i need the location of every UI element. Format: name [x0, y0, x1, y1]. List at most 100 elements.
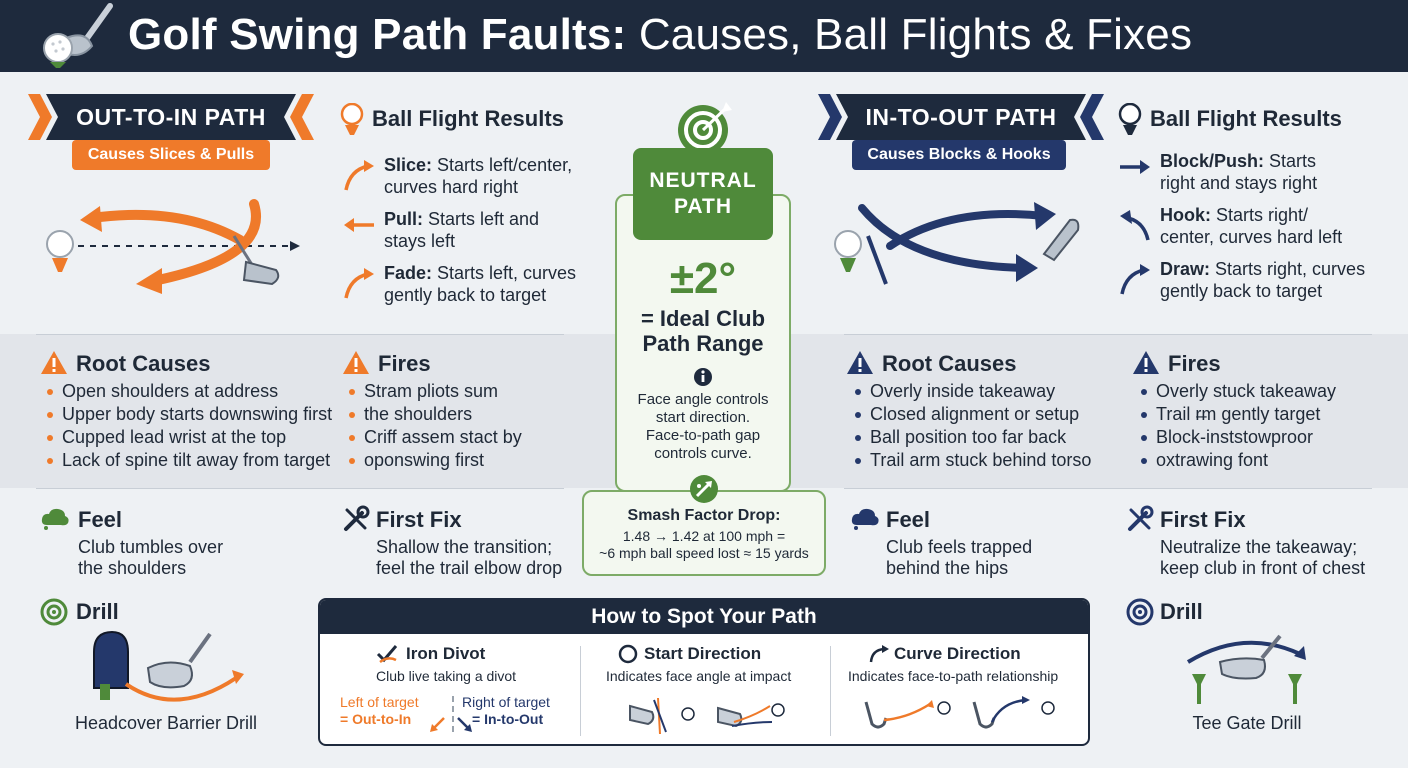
bullseye-target-icon — [678, 102, 732, 155]
in-to-out-path-diagram — [834, 202, 1080, 285]
divider — [36, 334, 564, 335]
list-item: Stram pliots sum — [346, 380, 522, 403]
thought-cloud-icon — [41, 508, 69, 530]
golf-tee-icon — [340, 103, 364, 135]
ball-flight-title: Ball Flight Results — [372, 106, 564, 131]
divot-check-icon — [376, 645, 398, 664]
header: Golf Swing Path Faults: Causes, Ball Fli… — [0, 0, 1408, 72]
smash-factor-title: Smash Factor Drop: — [627, 507, 781, 524]
list-item: Ball position too far back — [852, 426, 1091, 449]
neutral-path-value: ±2° — [669, 254, 737, 303]
drill-title: Drill — [1160, 599, 1203, 624]
circle-icon — [618, 644, 638, 664]
start-direction-desc: Indicates face angle at impact — [606, 668, 792, 684]
list-item: the shoulders — [346, 403, 522, 426]
first-fix-title: First Fix — [1160, 507, 1246, 532]
curve-arrow-icon — [869, 645, 889, 663]
warning-icon — [41, 351, 67, 374]
curve-direction-illustration — [864, 700, 951, 729]
list-item: Lack of spine tilt away from target — [44, 449, 332, 472]
page-title: Golf Swing Path Faults: Causes, Ball Fli… — [128, 10, 1193, 59]
list-item: Open shoulders at address — [44, 380, 332, 403]
thought-cloud-icon — [851, 508, 879, 530]
first-fix-text: Shallow the transition;feel the trail el… — [376, 537, 563, 578]
curve-direction-desc: Indicates face-to-path relationship — [848, 668, 1059, 684]
list-item: Closed alignment or setup — [852, 403, 1091, 426]
target-icon — [40, 598, 68, 626]
down-right-arrow-icon — [457, 717, 472, 732]
out-to-in-banner: OUT-TO-IN PATH — [28, 94, 314, 140]
golf-ball-club-icon — [43, 3, 113, 68]
warning-icon — [1133, 351, 1159, 374]
fires-title: Fires — [1168, 351, 1221, 376]
curve-right-arrow-icon — [344, 160, 374, 191]
ball-flight-title: Ball Flight Results — [1150, 106, 1342, 131]
info-icon — [694, 368, 712, 386]
start-direction-title: Start Direction — [644, 644, 762, 663]
list-item: Cupped lead wrist at the top — [44, 426, 332, 449]
drill-caption: Tee Gate Drill — [1192, 713, 1302, 733]
right-arrow-icon — [1120, 160, 1150, 174]
headcover-drill-illustration — [93, 630, 244, 702]
tools-icon — [344, 505, 370, 531]
first-fix-text: Neutralize the takeaway;keep club in fro… — [1160, 537, 1366, 578]
iron-divot-title: Iron Divot — [406, 644, 486, 663]
curve-direction-illustration — [972, 696, 1055, 729]
in-to-out-banner: IN-TO-OUT PATH — [818, 94, 1104, 140]
list-item: Block-inststowproor — [1138, 426, 1336, 449]
left-arrow-icon — [344, 218, 374, 232]
curve-right-arrow-icon — [344, 268, 374, 299]
tee-gate-drill-illustration — [1186, 634, 1306, 704]
list-item: oponswing first — [346, 449, 522, 472]
smash-factor-text: 1.48 → 1.42 at 100 mph =~6 mph ball spee… — [599, 528, 809, 561]
warning-icon — [847, 351, 873, 374]
root-causes-title: Root Causes — [76, 351, 211, 376]
how-to-spot-title: How to Spot Your Path — [320, 600, 1088, 634]
target-line — [452, 696, 454, 732]
golf-tee-icon — [1118, 103, 1142, 135]
target-icon — [1126, 598, 1154, 626]
divider — [580, 646, 581, 736]
list-item: Criff assem stact by — [346, 426, 522, 449]
divot-left-label: Left of target= Out-to-In — [340, 694, 419, 727]
divider — [830, 646, 831, 736]
out-to-in-path-diagram — [46, 199, 300, 294]
fires-title: Fires — [378, 351, 431, 376]
feel-title: Feel — [78, 507, 123, 532]
list-item: Trail r̶m gently target — [1138, 403, 1336, 426]
impact-icon — [690, 475, 718, 503]
curve-direction-title: Curve Direction — [894, 644, 1021, 663]
fires-list: Stram pliots sum the shoulders Criff ass… — [346, 380, 522, 472]
divot-right-label: Right of target= In-to-Out — [462, 694, 550, 727]
curve-left-arrow-icon — [1120, 210, 1150, 241]
list-item: Overly stuck takeaway — [1138, 380, 1336, 403]
root-causes-list: Overly inside takeaway Closed alignment … — [852, 380, 1091, 472]
curve-right-arrow-icon — [1120, 264, 1150, 295]
warning-icon — [343, 351, 369, 374]
list-item: Overly inside takeaway — [852, 380, 1091, 403]
drill-title: Drill — [76, 599, 119, 624]
root-causes-title: Root Causes — [882, 351, 1017, 376]
feel-title: Feel — [886, 507, 931, 532]
drill-caption: Headcover Barrier Drill — [74, 713, 258, 733]
divider — [844, 488, 1372, 489]
start-direction-illustration — [717, 703, 785, 728]
list-item: Trail arm stuck behind torso — [852, 449, 1091, 472]
iron-divot-desc: Club live taking a divot — [376, 668, 517, 684]
divider — [36, 488, 564, 489]
down-left-arrow-icon — [430, 717, 445, 732]
how-to-spot-panel: How to Spot Your Path Iron Divot Club li… — [318, 598, 1090, 746]
tools-icon — [1128, 505, 1154, 531]
out-to-in-subtitle: Causes Slices & Pulls — [72, 140, 270, 170]
in-to-out-subtitle: Causes Blocks & Hooks — [852, 140, 1066, 170]
fires-list: Overly stuck takeaway Trail r̶m gently t… — [1138, 380, 1336, 472]
first-fix-title: First Fix — [376, 507, 462, 532]
root-causes-list: Open shoulders at address Upper body sta… — [44, 380, 332, 472]
list-item: Upper body starts downswing first — [44, 403, 332, 426]
list-item: oxtrawing font — [1138, 449, 1336, 472]
